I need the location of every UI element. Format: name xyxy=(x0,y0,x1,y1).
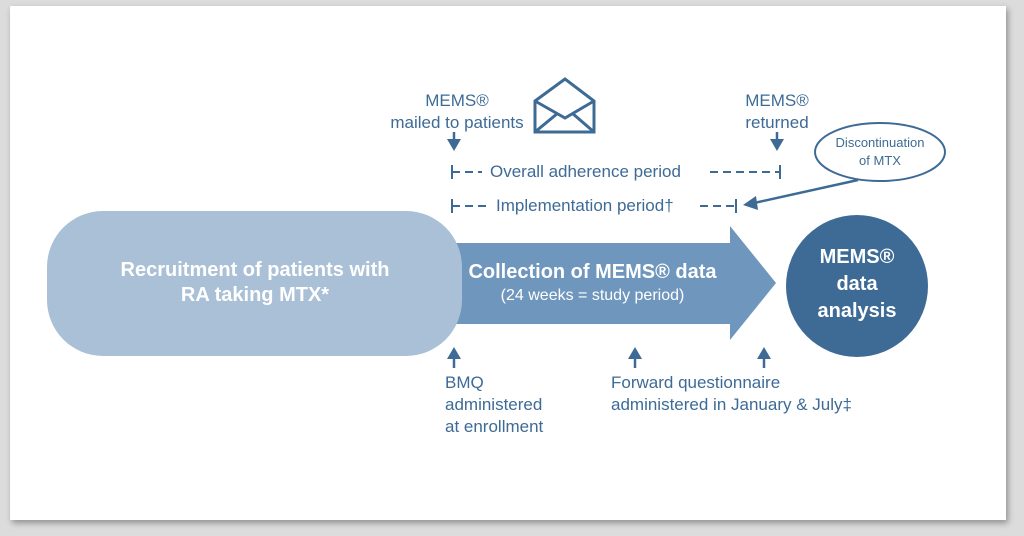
analysis-line3: analysis xyxy=(817,300,897,322)
bmq-label: BMQ administered at enrollment xyxy=(445,372,585,438)
analysis-line1: MEMS® xyxy=(819,246,895,268)
collection-label: Collection of MEMS® data (24 weeks = stu… xyxy=(450,260,735,307)
returned-down-arrow xyxy=(770,132,784,151)
bmq-line1: BMQ xyxy=(445,373,484,392)
mailed-down-arrow xyxy=(447,132,461,151)
analysis-line2: data xyxy=(836,273,878,295)
analysis-circle xyxy=(786,215,928,357)
discontinuation-oval xyxy=(814,122,946,182)
recruitment-box xyxy=(47,211,462,356)
forward-line1: Forward questionnaire xyxy=(611,373,781,392)
forward-up-arrow-2 xyxy=(757,347,771,368)
diagram-frame: MEMS® mailed to patients MEMS® returned … xyxy=(10,6,1006,520)
mems-mailed-line2: mailed to patients xyxy=(390,113,524,132)
mems-returned-label: MEMS® returned xyxy=(722,90,832,134)
recruitment-line2: RA taking MTX* xyxy=(180,284,330,306)
envelope-icon xyxy=(533,77,596,134)
analysis-label: MEMS® data analysis xyxy=(790,244,924,325)
discontinuation-line1: Discontinuation xyxy=(835,135,925,150)
recruitment-label: Recruitment of patients with RA taking M… xyxy=(50,258,460,308)
mems-returned-line1: MEMS® xyxy=(745,91,809,110)
collection-title: Collection of MEMS® data xyxy=(468,261,717,283)
implementation-period-label: Implementation period† xyxy=(496,196,674,215)
discontinuation-line2: of MTX xyxy=(859,153,901,168)
collection-arrow xyxy=(430,226,776,340)
mems-mailed-line1: MEMS® xyxy=(425,91,489,110)
recruitment-line1: Recruitment of patients with xyxy=(120,259,390,281)
forward-line2: administered in January & July‡ xyxy=(611,395,852,414)
discontinuation-arrow xyxy=(743,178,859,210)
forward-up-arrow-1 xyxy=(628,347,642,368)
mems-returned-line2: returned xyxy=(745,113,809,132)
overall-period-label: Overall adherence period xyxy=(490,162,681,181)
diagram-shapes xyxy=(47,77,946,368)
bmq-up-arrow xyxy=(447,347,461,368)
bmq-line2: administered xyxy=(445,395,543,414)
implementation-period-bracket xyxy=(451,199,737,213)
collection-subtitle: (24 weeks = study period) xyxy=(500,287,685,304)
forward-questionnaire-label: Forward questionnaire administered in Ja… xyxy=(611,372,911,416)
overall-period-bracket xyxy=(451,165,781,179)
discontinuation-label: Discontinuation of MTX xyxy=(815,134,945,170)
bmq-line3: at enrollment xyxy=(445,417,544,436)
mems-mailed-label: MEMS® mailed to patients xyxy=(362,90,552,134)
